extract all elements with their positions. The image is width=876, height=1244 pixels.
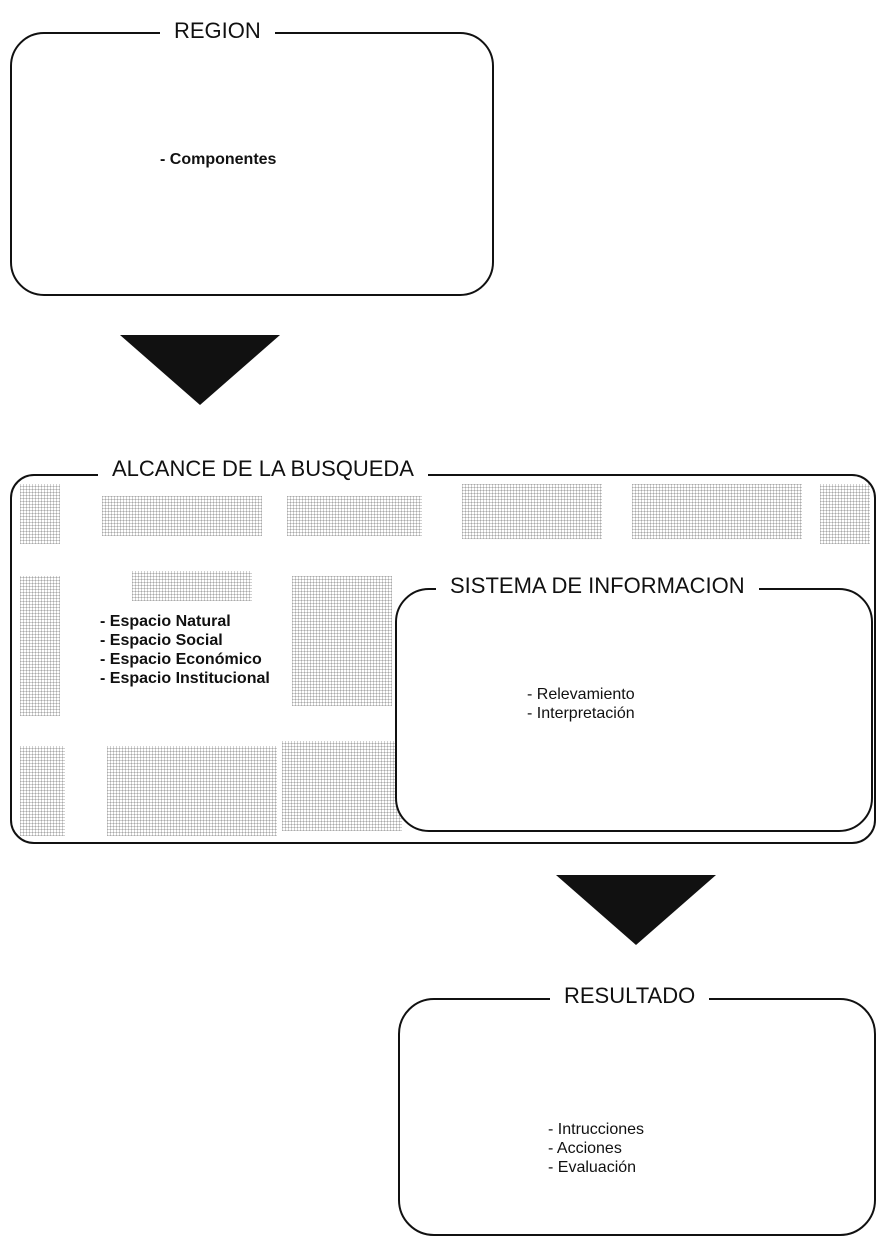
- resultado-item-acciones: - Acciones: [548, 1140, 622, 1157]
- resultado-list: - Intrucciones - Acciones - Evaluación: [548, 1120, 644, 1177]
- alcance-title: ALCANCE DE LA BUSQUEDA: [98, 456, 428, 482]
- alcance-item-institucional: - Espacio Institucional: [100, 670, 270, 687]
- map-pattern: [462, 484, 602, 539]
- resultado-item-evaluacion: - Evaluación: [548, 1159, 637, 1176]
- map-pattern: [632, 484, 802, 539]
- alcance-list: - Espacio Natural - Espacio Social - Esp…: [100, 612, 270, 688]
- map-pattern: [20, 576, 60, 716]
- alcance-item-natural: - Espacio Natural: [100, 613, 231, 630]
- map-pattern: [282, 741, 402, 831]
- map-pattern: [292, 576, 392, 706]
- sistema-item-relevamiento: - Relevamiento: [527, 686, 635, 703]
- sistema-item-interpretacion: - Interpretación: [527, 705, 635, 722]
- resultado-item-intrucciones: - Intrucciones: [548, 1121, 645, 1138]
- down-arrow-2: [556, 875, 716, 945]
- map-pattern: [287, 496, 422, 536]
- resultado-title: RESULTADO: [550, 983, 710, 1009]
- map-pattern: [820, 484, 870, 544]
- alcance-item-economico: - Espacio Económico: [100, 651, 262, 668]
- region-title: REGION: [160, 18, 275, 44]
- region-item-componentes: - Componentes: [160, 151, 277, 168]
- down-arrow-1: [120, 335, 280, 405]
- alcance-item-social: - Espacio Social: [100, 632, 223, 649]
- resultado-box: [398, 998, 876, 1236]
- map-pattern: [132, 571, 252, 601]
- sistema-list: - Relevamiento - Interpretación: [527, 685, 635, 723]
- map-pattern: [20, 746, 65, 836]
- sistema-box: [395, 588, 873, 832]
- sistema-title: SISTEMA DE INFORMACION: [436, 573, 759, 599]
- map-pattern: [102, 496, 262, 536]
- map-pattern: [107, 746, 277, 836]
- region-box: [10, 32, 494, 296]
- map-pattern: [20, 484, 60, 544]
